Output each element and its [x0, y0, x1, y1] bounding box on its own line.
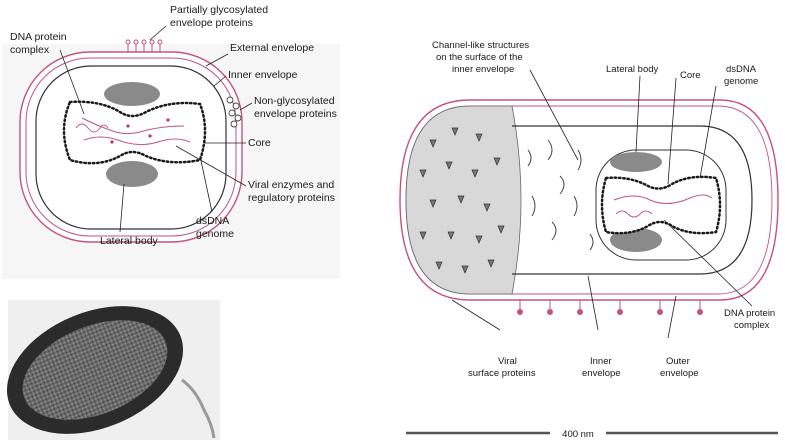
label-channel-like-2: on the surface of the — [436, 52, 523, 63]
label-inner-envelope: Inner envelope — [228, 69, 298, 81]
label-inner-envelope-right-2: envelope — [582, 368, 621, 379]
label-channel-like-1: Channel-like structures — [432, 40, 529, 51]
scale-bar-label: 400 nm — [562, 429, 594, 440]
label-dsdna-genome-left-2: genome — [196, 228, 234, 240]
lateral-body-right-top — [610, 152, 662, 172]
label-outer-envelope-1: Outer — [666, 356, 690, 367]
enzyme-dot — [110, 140, 113, 143]
label-outer-envelope-2: envelope — [660, 368, 699, 379]
label-viral-surface-proteins-1: Viral — [498, 356, 517, 367]
lateral-body-bottom — [106, 161, 158, 187]
label-dna-protein-complex-right-1: DNA protein — [724, 308, 775, 319]
label-inner-envelope-right-1: Inner — [590, 356, 612, 367]
label-viral-enzymes-2: regulatory proteins — [248, 192, 335, 204]
lateral-body-top — [104, 82, 160, 106]
label-dna-protein-complex-2: complex — [10, 44, 50, 56]
label-channel-like-3: inner envelope — [452, 64, 514, 75]
scale-bar: 400 nm — [406, 429, 778, 440]
label-viral-surface-proteins-2: surface proteins — [468, 368, 536, 379]
label-dsdna-genome-right-1: dsDNA — [726, 64, 757, 75]
label-dsdna-genome-right-2: genome — [724, 76, 758, 87]
enzyme-dot — [148, 134, 151, 137]
label-lateral-body-right: Lateral body — [606, 64, 659, 75]
electron-micrograph — [0, 282, 220, 445]
label-core-left: Core — [248, 137, 271, 149]
label-partially-glycosylated-2: envelope proteins — [170, 17, 253, 29]
label-dsdna-genome-left-1: dsDNA — [196, 215, 229, 227]
label-external-envelope: External envelope — [230, 42, 314, 54]
label-dna-protein-complex-right-2: complex — [734, 320, 770, 331]
label-lateral-body-left: Lateral body — [100, 235, 159, 247]
enzyme-dot — [166, 118, 169, 121]
label-core-right: Core — [680, 70, 701, 81]
label-non-glycosylated-1: Non-glycosylated — [254, 95, 335, 107]
label-viral-enzymes-1: Viral enzymes and — [248, 179, 334, 191]
label-partially-glycosylated-1: Partially glycosylated — [170, 4, 268, 16]
label-dna-protein-complex-1: DNA protein — [10, 31, 67, 43]
left-virion-diagram: Partially glycosylated envelope proteins… — [2, 4, 340, 279]
enzyme-dot — [126, 124, 129, 127]
label-non-glycosylated-2: envelope proteins — [254, 108, 337, 120]
right-virion-diagram: Channel-like structures on the surface o… — [400, 40, 778, 379]
